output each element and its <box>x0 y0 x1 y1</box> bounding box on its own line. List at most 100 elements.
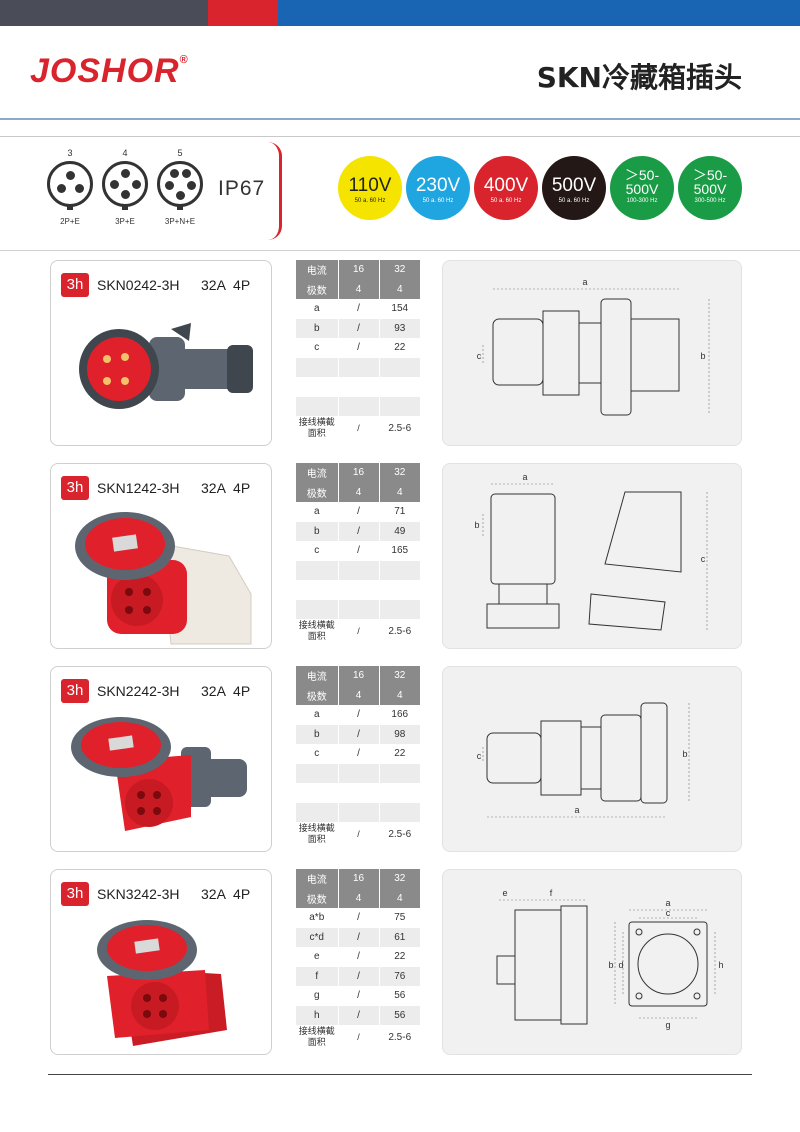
product-rating: 32A 4P <box>201 886 251 902</box>
spec-row: a/166 <box>296 705 420 725</box>
spec-row: 接线横截面积/2.5-6 <box>296 619 420 643</box>
spec-cell: 154 <box>379 299 420 319</box>
spec-cell: 16 <box>338 666 380 686</box>
spec-cell: a <box>296 299 339 319</box>
spec-row <box>296 580 420 600</box>
voltage-frequency: 50 a. 60 Hz <box>558 198 590 204</box>
spec-cell: 165 <box>379 541 420 561</box>
spec-cell <box>379 377 420 397</box>
spec-cell: 2.5-6 <box>379 1025 420 1049</box>
series-badge: 3h <box>61 476 89 500</box>
product-card: 3h SKN3242-3H 32A 4P <box>50 869 272 1055</box>
dimension-label: f <box>550 888 553 898</box>
spec-cell: 32 <box>379 260 420 280</box>
voltage-frequency: 100-300 Hz <box>626 198 658 204</box>
socket-3-pin-icon <box>47 161 93 210</box>
product-card: 3h SKN0242-3H 32A 4P <box>50 260 272 446</box>
spec-cell <box>296 560 339 580</box>
spec-cell <box>338 802 380 822</box>
header-divider <box>0 118 800 120</box>
spec-cell <box>338 763 380 783</box>
spec-cell: / <box>338 521 380 541</box>
series-badge: 3h <box>61 273 89 297</box>
spec-row: f/76 <box>296 966 420 986</box>
spec-cell: 71 <box>379 502 420 522</box>
spec-cell <box>296 580 339 600</box>
spec-row: c*d/61 <box>296 927 420 947</box>
spec-cell: / <box>338 724 380 744</box>
page-title: SKN冷藏箱插头 <box>536 61 742 94</box>
spec-cell: 极数 <box>296 685 339 705</box>
spec-cell: 56 <box>379 1005 420 1025</box>
spec-cell: a*b <box>296 908 339 928</box>
wall-socket-product-image <box>75 512 252 645</box>
spec-cell: g <box>296 986 339 1006</box>
voltage-value: 230V <box>415 175 461 196</box>
spec-cell: / <box>338 502 380 522</box>
spec-cell: e <box>296 947 339 967</box>
spec-cell: 极数 <box>296 279 339 299</box>
spec-row <box>296 396 420 416</box>
spec-cell: / <box>338 947 380 967</box>
spec-row: 接线横截面积/2.5-6 <box>296 416 420 440</box>
ip-rating: IP67 <box>218 177 266 200</box>
spec-cell: c*d <box>296 927 339 947</box>
spec-row: c/22 <box>296 338 420 358</box>
top-bar-red <box>208 0 278 26</box>
spec-cell: 4 <box>338 279 380 299</box>
spec-row: c/165 <box>296 541 420 561</box>
spec-row <box>296 599 420 619</box>
spec-cell: / <box>338 541 380 561</box>
spec-cell: / <box>338 966 380 986</box>
spec-cell <box>338 377 380 397</box>
spec-cell: 电流 <box>296 869 339 889</box>
spec-cell: 接线横截面积 <box>296 619 339 643</box>
spec-cell: 4 <box>379 482 420 502</box>
spec-cell: / <box>338 338 380 358</box>
spec-cell: 极数 <box>296 888 339 908</box>
spec-cell <box>338 396 380 416</box>
spec-cell: 极数 <box>296 482 339 502</box>
product-rating: 32A 4P <box>201 277 251 293</box>
spec-cell: 16 <box>338 869 380 889</box>
spec-row: a*b/75 <box>296 908 420 928</box>
voltage-value: ＞50-500V <box>692 167 728 197</box>
spec-cell: / <box>338 744 380 764</box>
spec-cell: 49 <box>379 521 420 541</box>
product-card: 3h SKN2242-3H 32A 4P <box>50 666 272 852</box>
spec-cell: / <box>338 416 380 440</box>
spec-cell: / <box>338 1025 380 1049</box>
spec-cell: 32 <box>379 463 420 483</box>
spec-row: g/56 <box>296 986 420 1006</box>
series-badge: 3h <box>61 679 89 703</box>
spec-cell <box>296 377 339 397</box>
spec-cell: c <box>296 541 339 561</box>
spec-cell: 4 <box>379 279 420 299</box>
spec-cell <box>379 580 420 600</box>
spec-cell <box>296 783 339 803</box>
spec-cell <box>296 802 339 822</box>
pin-config-4: 4 3P+E <box>95 148 155 226</box>
spec-cell: 2.5-6 <box>379 619 420 643</box>
dimension-label: a <box>574 805 579 815</box>
spec-row <box>296 763 420 783</box>
spec-cell: 4 <box>338 685 380 705</box>
voltage-value: 500V <box>551 175 597 196</box>
spec-cell: / <box>338 986 380 1006</box>
spec-cell: a <box>296 502 339 522</box>
